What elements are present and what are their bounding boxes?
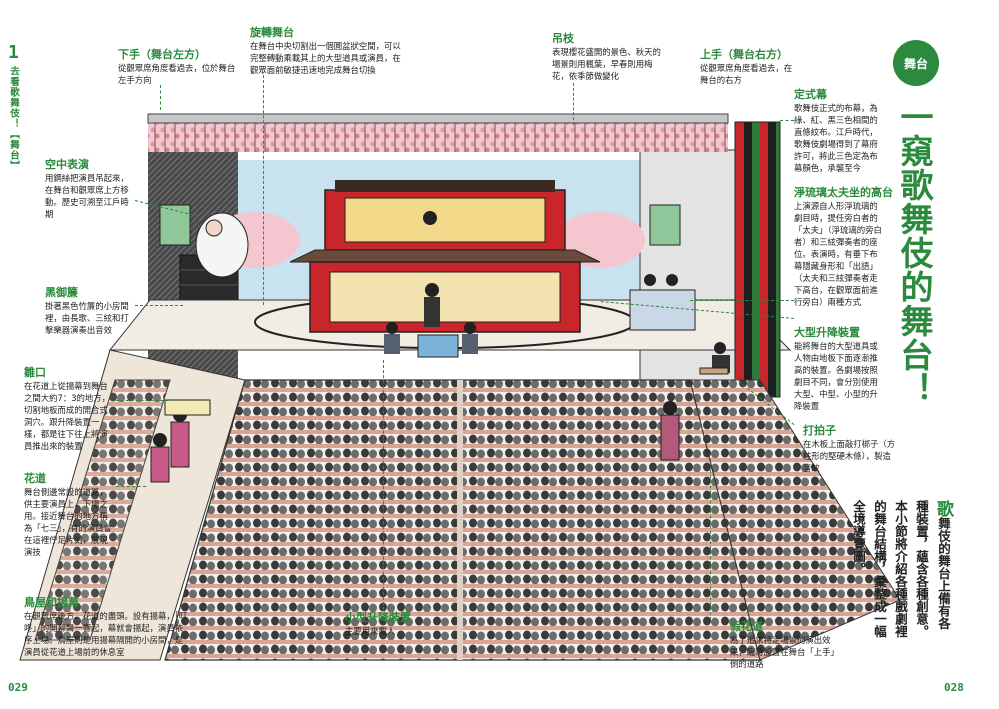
label-suppon: 雛口 在花道上從揚幕到舞台之間大約7：3的地方，切割地板而成的開合式洞穴。跟升降…	[24, 366, 116, 452]
label-chuunori: 空中表演 用鋼絲把演員吊起來，在舞台和觀眾席上方移動。歷史可溯至江戶時期	[45, 158, 135, 220]
label-seri-large-desc: 能將舞台的大型道具或人物由地板下面逐漸推高的裝置。各劇場按照劇目不同，會分別使用…	[794, 341, 878, 411]
chapter-number: 1	[8, 42, 19, 63]
label-kuromisu-desc: 掛著黑色竹簾的小房間裡，由長歌、三絃和打擊樂器演奏出音效	[45, 301, 129, 335]
label-seri-large: 大型升降裝置 能將舞台的大型道具或人物由地板下面逐漸推高的裝置。各劇場按照劇目不…	[794, 326, 886, 412]
label-tsurieda: 吊枝 表現櫻花盛開的景色、秋天的場景則用楓葉，早春則用梅花，依季節做變化	[552, 32, 662, 82]
label-hanamichi: 花道 舞台側邊常設的道路，供主要演員上、下場之用。接近舞台的地方稱為「七三」，有…	[24, 472, 116, 558]
intro-paragraph: 歌舞伎的舞台上備有各種裝置，蘊含各種創意。本小節將介紹各種戲劇裡的舞台結構，彙整…	[848, 500, 954, 640]
label-yuka: 淨琉璃太夫坐的高台 上演源自人形淨琉璃的劇目時，提任旁白者的「太夫」（淨琉璃的旁…	[794, 186, 893, 308]
label-shimote: 下手（舞台左方） 從觀眾席角度看過去，位於舞台左手方向	[118, 48, 243, 86]
label-suppon-desc: 在花道上從揚幕到舞台之間大約7：3的地方，切割地板而成的開合式洞穴。跟升降裝置一…	[24, 381, 111, 451]
label-kari-hanamichi: 假花道 為了追求特定場景的演出效果，臨時設置在舞台「上手」側的道路	[730, 620, 835, 670]
side-seating-left	[34, 379, 171, 641]
section-badge-label: 舞台	[903, 56, 928, 71]
actor-center	[425, 283, 439, 297]
label-yuka-title: 淨琉璃太夫坐的高台	[794, 186, 893, 199]
joshikimaku-curtain	[734, 121, 781, 398]
label-tsuke: 打拍子 在木板上面敲打梆子（方柱形的堅硬木條），製造音效	[803, 424, 898, 474]
label-mawari: 旋轉舞台 在舞台中央切割出一個圓盆狀空間，可以完整轉動乘載其上的大型道具或演員，…	[250, 26, 405, 76]
hanging-blossoms	[148, 122, 728, 152]
label-chuunori-title: 空中表演	[45, 158, 89, 171]
label-kamite-desc: 從觀眾席角度看過去，在舞台的右方	[700, 63, 793, 85]
small-lift	[417, 334, 459, 358]
tsuke-player	[714, 342, 726, 354]
label-kuromisu: 黑御簾 掛著黑色竹簾的小房間裡，由長歌、三絃和打擊樂器演奏出音效	[45, 286, 135, 336]
flying-actor	[195, 212, 249, 278]
right-window	[649, 204, 681, 246]
label-chuunori-desc: 用鋼絲把演員吊起來，在舞台和觀眾席上方移動。歷史可溯至江戶時期	[45, 173, 129, 219]
intro-text: 舞伎的舞台上備有各種裝置，蘊含各種創意。本小節將介紹各種戲劇裡的舞台結構，彙整成…	[851, 500, 951, 638]
page-number-right: 028	[944, 681, 964, 694]
label-shimote-title: 下手（舞台左方）	[118, 48, 206, 61]
page-heading: 一窺歌舞伎的舞台！	[895, 100, 934, 406]
label-mawari-desc: 在舞台中央切割出一個圓盆狀空間，可以完整轉動乘載其上的大型道具或演員，在觀眾面前…	[250, 41, 401, 75]
chapter-title: 去看歌舞伎！【舞台】	[8, 66, 19, 171]
label-mawari-title: 旋轉舞台	[250, 26, 294, 39]
label-shimote-desc: 從觀眾席角度看過去，位於舞台左手方向	[118, 63, 236, 85]
actor-upper	[423, 211, 437, 225]
section-badge: 舞台	[893, 40, 939, 86]
label-seri-large-title: 大型升降裝置	[794, 326, 860, 339]
label-joshikimaku-desc: 歌舞伎正式的布幕，為綠、紅、黑三色相間的直條紋布。江戶時代，歌舞伎劇場得到了幕府…	[794, 103, 878, 173]
left-window	[159, 204, 191, 246]
suppon-trapdoor	[164, 399, 211, 416]
label-agemaku-desc: 在觀眾席後方、花道的盡頭。設有揚幕，「叮咚」的開幕聲一響起，幕就會揚起，演員依序…	[24, 611, 188, 657]
label-kari-hanamichi-title: 假花道	[730, 620, 763, 633]
yuka-platform	[629, 289, 696, 331]
kari-hanamichi-actor	[663, 401, 677, 415]
label-seri-small: 小型升降裝置 主要用來載人	[345, 611, 445, 637]
page-number-left: 029	[8, 681, 28, 694]
intro-lead-char: 歌	[933, 500, 953, 517]
label-hanamichi-desc: 舞台側邊常設的道路，供主要演員上、下場之用。接近舞台的地方稱為「七三」，有的演員…	[24, 487, 112, 557]
side-seating-right	[689, 379, 901, 661]
label-yuka-desc: 上演源自人形淨琉璃的劇目時，提任旁白者的「太夫」（淨琉璃的旁白者）和三絃彈奏者的…	[794, 201, 882, 307]
label-tsuke-title: 打拍子	[803, 424, 836, 437]
label-suppon-title: 雛口	[24, 366, 46, 379]
stage-roof	[289, 249, 601, 263]
label-agemaku-title: 鳥屋和揚幕	[24, 596, 79, 609]
label-joshikimaku-title: 定式幕	[794, 88, 827, 101]
label-tsurieda-title: 吊枝	[552, 32, 574, 45]
label-kamite-title: 上手（舞台右方）	[700, 48, 788, 61]
label-kamite: 上手（舞台右方） 從觀眾席角度看過去，在舞台的右方	[700, 48, 800, 86]
label-joshikimaku: 定式幕 歌舞伎正式的布幕，為綠、紅、黑三色相間的直條紋布。江戶時代，歌舞伎劇場得…	[794, 88, 884, 174]
label-seri-small-title: 小型升降裝置	[345, 611, 411, 624]
label-hanamichi-title: 花道	[24, 472, 46, 485]
label-seri-small-desc: 主要用來載人	[345, 626, 396, 636]
label-kari-hanamichi-desc: 為了追求特定場景的演出效果，臨時設置在舞台「上手」側的道路	[730, 635, 835, 669]
label-kuromisu-title: 黑御簾	[45, 286, 78, 299]
label-agemaku: 鳥屋和揚幕 在觀眾席後方、花道的盡頭。設有揚幕，「叮咚」的開幕聲一響起，幕就會揚…	[24, 596, 189, 658]
label-tsuke-desc: 在木板上面敲打梆子（方柱形的堅硬木條），製造音效	[803, 439, 896, 473]
label-tsurieda-desc: 表現櫻花盛開的景色、秋天的場景則用楓葉，早春則用梅花，依季節做變化	[552, 47, 661, 81]
